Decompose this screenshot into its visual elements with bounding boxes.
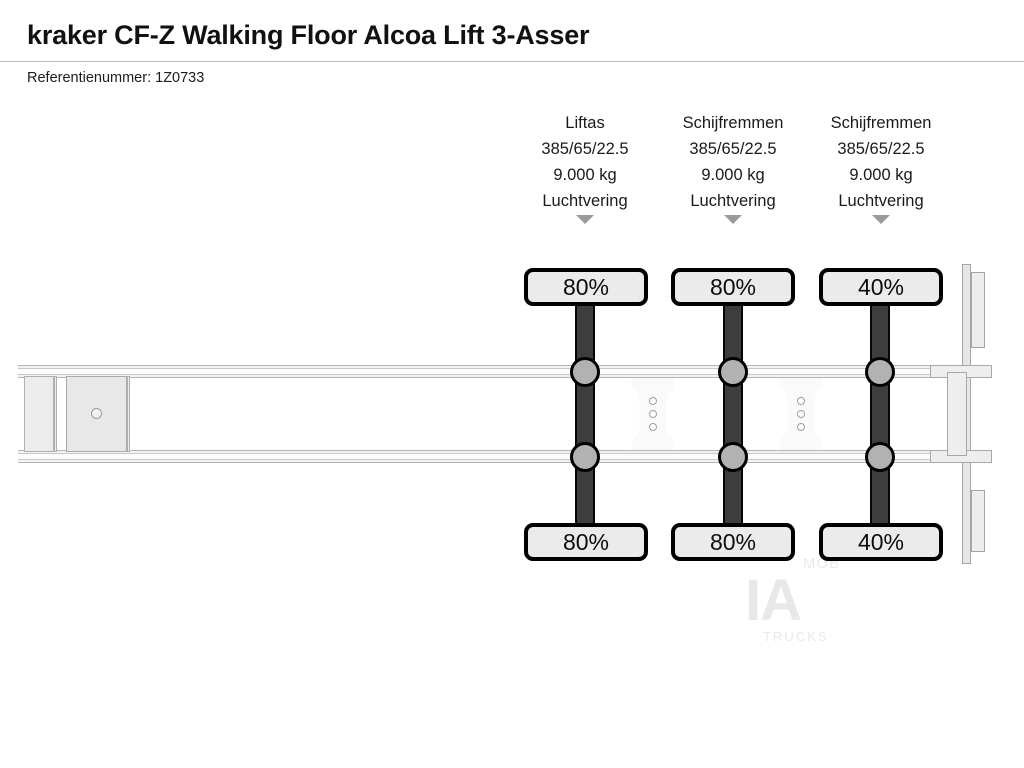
axle-capacity-2: 9.000 kg [701, 166, 765, 184]
tread-badge-1-left[interactable]: 80% [524, 268, 648, 306]
crossmember-hole-2b [797, 410, 805, 418]
crossmember-hole-2c [797, 423, 805, 431]
axle-tyre-size-1: 385/65/22.5 [541, 140, 629, 158]
wheel-hub-2-top [718, 357, 748, 387]
watermark-sub: TRUCKS [763, 629, 829, 644]
crossmember-hole-1b [649, 410, 657, 418]
nose-divider [54, 376, 57, 452]
wheel-hub-3-bottom [865, 442, 895, 472]
page-header: kraker CF-Z Walking Floor Alcoa Lift 3-A… [0, 0, 1024, 62]
axle-suspension-3: Luchtvering [838, 192, 924, 210]
crossmember-hole-1c [649, 423, 657, 431]
page-title: kraker CF-Z Walking Floor Alcoa Lift 3-A… [27, 20, 590, 50]
chassis-rail-top-inner [18, 368, 988, 375]
axle-label-3: Schijfremmen 385/65/22.5 9.000 kg Luchtv… [796, 110, 966, 224]
tread-badge-2-left[interactable]: 80% [671, 268, 795, 306]
watermark: MOB IA TRUCKS [745, 555, 950, 665]
axle-suspension-1: Luchtvering [542, 192, 628, 210]
crossmember-hole-1a [649, 397, 657, 405]
nose-front-strip [24, 376, 54, 452]
axle-tyre-size-2: 385/65/22.5 [689, 140, 777, 158]
axle-capacity-1: 9.000 kg [553, 166, 617, 184]
axle-suspension-2: Luchtvering [690, 192, 776, 210]
trailer-diagram: MOB IA TRUCKS 80% 80% 80% 80% 40% 40% [0, 100, 1024, 644]
axle-capacity-3: 9.000 kg [849, 166, 913, 184]
rear-flap-top [971, 272, 985, 348]
rear-flap-bottom [971, 490, 985, 552]
axle-label-1: Liftas 385/65/22.5 9.000 kg Luchtvering [500, 110, 670, 224]
kingpin-hole [91, 408, 102, 419]
axle-type-2: Schijfremmen [682, 114, 784, 132]
triangle-down-icon [724, 215, 742, 224]
crossmember-hole-2a [797, 397, 805, 405]
axle-label-2: Schijfremmen 385/65/22.5 9.000 kg Luchtv… [648, 110, 818, 224]
nose-rear-divider [127, 376, 130, 452]
chassis-rail-bottom-inner [18, 453, 988, 460]
wheel-hub-3-top [865, 357, 895, 387]
tread-badge-3-right[interactable]: 40% [819, 523, 943, 561]
axle-type-1: Liftas [565, 114, 605, 132]
wheel-hub-1-top [570, 357, 600, 387]
axle-shaft-1 [575, 285, 595, 550]
axle-shaft-3 [870, 285, 890, 550]
triangle-down-icon [576, 215, 594, 224]
wheel-hub-1-bottom [570, 442, 600, 472]
tread-badge-1-right[interactable]: 80% [524, 523, 648, 561]
triangle-down-icon [872, 215, 890, 224]
tread-badge-3-left[interactable]: 40% [819, 268, 943, 306]
watermark-main: IA [745, 568, 802, 633]
wheel-hub-2-bottom [718, 442, 748, 472]
axle-type-3: Schijfremmen [830, 114, 932, 132]
tread-badge-2-right[interactable]: 80% [671, 523, 795, 561]
rear-center-column [947, 372, 967, 456]
reference-number: Referentienummer: 1Z0733 [27, 70, 205, 86]
header-divider [0, 61, 1024, 62]
axle-shaft-2 [723, 285, 743, 550]
axle-tyre-size-3: 385/65/22.5 [837, 140, 925, 158]
